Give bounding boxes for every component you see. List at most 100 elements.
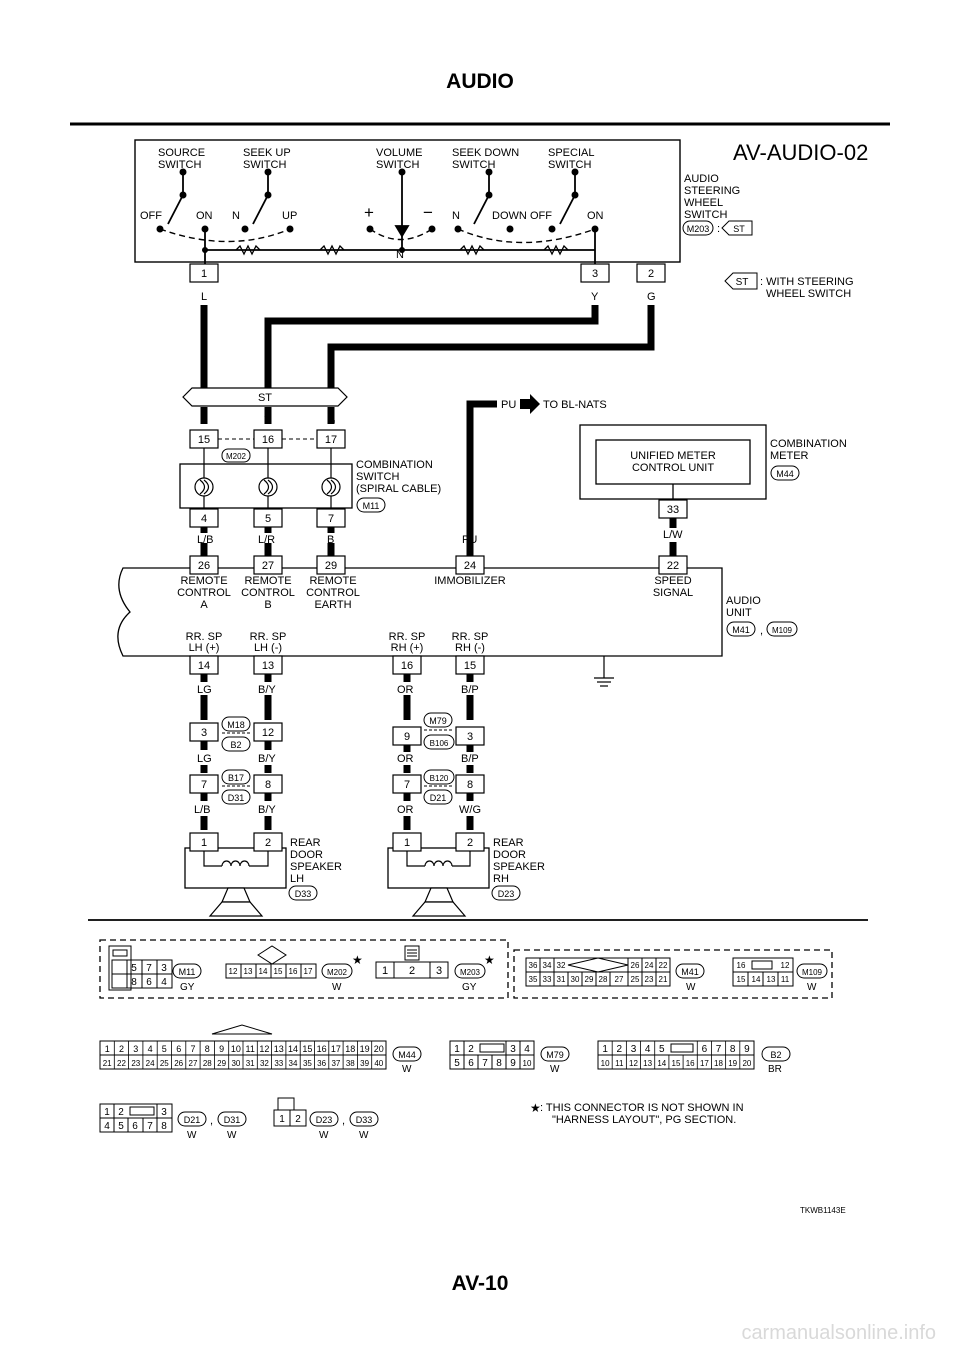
wire-color: L/W <box>663 529 683 541</box>
pin-number: 27 <box>262 560 274 572</box>
pu-line: PU TO BL-NATS <box>501 394 607 414</box>
switch-label: SPECIAL <box>548 147 594 159</box>
svg-text:B: B <box>264 599 271 611</box>
svg-text:SIGNAL: SIGNAL <box>653 587 693 599</box>
svg-text:29: 29 <box>585 975 594 984</box>
pin-number: 9 <box>404 731 410 743</box>
svg-text:GY: GY <box>180 982 195 993</box>
pin-number: 8 <box>467 779 473 791</box>
pin-number: 33 <box>667 504 679 516</box>
connector-tag: B17 <box>228 773 244 783</box>
svg-text:27: 27 <box>615 975 624 984</box>
pin-number: 29 <box>217 1059 226 1068</box>
svg-text:6: 6 <box>146 977 152 988</box>
svg-text:TO BL-NATS: TO BL-NATS <box>543 399 607 411</box>
connector-tag: M202 <box>327 968 348 977</box>
pin-number: 34 <box>289 1059 298 1068</box>
wire-color: B <box>327 534 334 546</box>
pin-number: 26 <box>198 560 210 572</box>
pin-number: 13 <box>643 1059 652 1068</box>
pin-number: 8 <box>205 1044 210 1054</box>
pin-number: 31 <box>246 1059 255 1068</box>
connector-tag: B2 <box>770 1050 781 1060</box>
pin-number: 26 <box>174 1059 183 1068</box>
pin-number: 2 <box>265 837 271 849</box>
pin-number: 18 <box>345 1044 355 1054</box>
wire-color: G <box>647 291 656 303</box>
svg-text:RR. SP: RR. SP <box>250 631 287 643</box>
component-name: RH <box>493 873 509 885</box>
connector-face-d23: 1 2 D23 , D33 W W <box>273 1097 379 1141</box>
pin-number: 12 <box>262 727 274 739</box>
lh-harness: LG B/Y 3 12 M18 B2 LG B/Y 7 8 B17 D31 L/… <box>189 684 283 816</box>
svg-text:8: 8 <box>161 1121 167 1132</box>
svg-text:12: 12 <box>229 967 238 976</box>
svg-text:28: 28 <box>599 975 608 984</box>
svg-text:W: W <box>686 982 696 993</box>
pin-number: 9 <box>219 1044 224 1054</box>
svg-text:REMOTE: REMOTE <box>244 575 291 587</box>
svg-text:31: 31 <box>557 975 566 984</box>
svg-text:13: 13 <box>244 967 253 976</box>
svg-text:RR. SP: RR. SP <box>389 631 426 643</box>
pin-number: 24 <box>146 1059 155 1068</box>
speaker-coil-icon <box>406 851 471 867</box>
component-name: LH <box>290 873 304 885</box>
connector-face-m11: 5 7 3 8 6 4 M11 GY <box>108 945 202 993</box>
svg-text:7: 7 <box>146 963 152 974</box>
rear-door-speaker-rh: 1 2 REAR DOOR SPEAKER RH D23 <box>387 832 545 917</box>
svg-text:,: , <box>760 625 763 637</box>
wire-color: PU <box>462 534 477 546</box>
position-label: N <box>232 210 240 222</box>
wire-color: LG <box>197 684 212 696</box>
connector-tag: M41 <box>681 967 699 977</box>
pin-number: 13 <box>262 660 274 672</box>
pin-number: 36 <box>317 1059 326 1068</box>
wire-color: L/B <box>194 804 211 816</box>
pin-number: 14 <box>657 1059 666 1068</box>
svg-text:3: 3 <box>510 1044 516 1055</box>
svg-text:,: , <box>342 1115 345 1127</box>
pin-number: 22 <box>117 1059 126 1068</box>
svg-text:8: 8 <box>131 977 137 988</box>
svg-text:A: A <box>200 599 208 611</box>
pin-number: 1 <box>201 837 207 849</box>
svg-text:1: 1 <box>454 1044 460 1055</box>
option-tag: ST <box>733 224 745 234</box>
svg-text:30: 30 <box>571 975 580 984</box>
connector-face-m203: 1 2 3 M203 ★ GY <box>375 945 495 993</box>
connector-tag: M11 <box>179 967 196 977</box>
component-name: REAR <box>290 837 321 849</box>
wire-color: L <box>201 291 207 303</box>
svg-text:3: 3 <box>161 1107 167 1118</box>
connector-tag: D31 <box>224 1115 241 1125</box>
svg-text:: WITH STEERING: : WITH STEERING <box>760 276 854 288</box>
figure-code: TKWB1143E <box>800 1206 846 1215</box>
pin-number: 3 <box>592 268 598 280</box>
svg-text:14: 14 <box>259 967 268 976</box>
svg-text:10: 10 <box>523 1059 532 1068</box>
svg-text:16: 16 <box>737 961 746 970</box>
switch-label: VOLUME <box>376 147 422 159</box>
position-label: UP <box>282 210 297 222</box>
switch-label: SOURCE <box>158 147 205 159</box>
pin-number: 12 <box>259 1044 269 1054</box>
connector-tag: M203 <box>460 968 481 977</box>
component-name: COMBINATION <box>770 438 847 450</box>
pin-number: 17 <box>700 1059 709 1068</box>
pin-number: 33 <box>274 1059 283 1068</box>
connector-tag: M41 <box>732 625 750 635</box>
connector-tag: M18 <box>227 720 245 730</box>
svg-text:2: 2 <box>468 1044 474 1055</box>
diagram-id: AV-AUDIO-02 <box>733 140 868 165</box>
pin-number: 2 <box>119 1044 124 1054</box>
svg-text:24: 24 <box>645 961 654 970</box>
pin-number: 7 <box>201 779 207 791</box>
connector-face-m109: 16 12 15 14 13 11 M109 W <box>732 957 828 993</box>
svg-text:LH (+): LH (+) <box>189 642 220 654</box>
connector-tag: B120 <box>430 774 449 783</box>
connector-face-m41: 36 34 32 26 24 22 35 33 31 30 29 28 27 2… <box>525 957 705 993</box>
pin-number: 27 <box>189 1059 198 1068</box>
